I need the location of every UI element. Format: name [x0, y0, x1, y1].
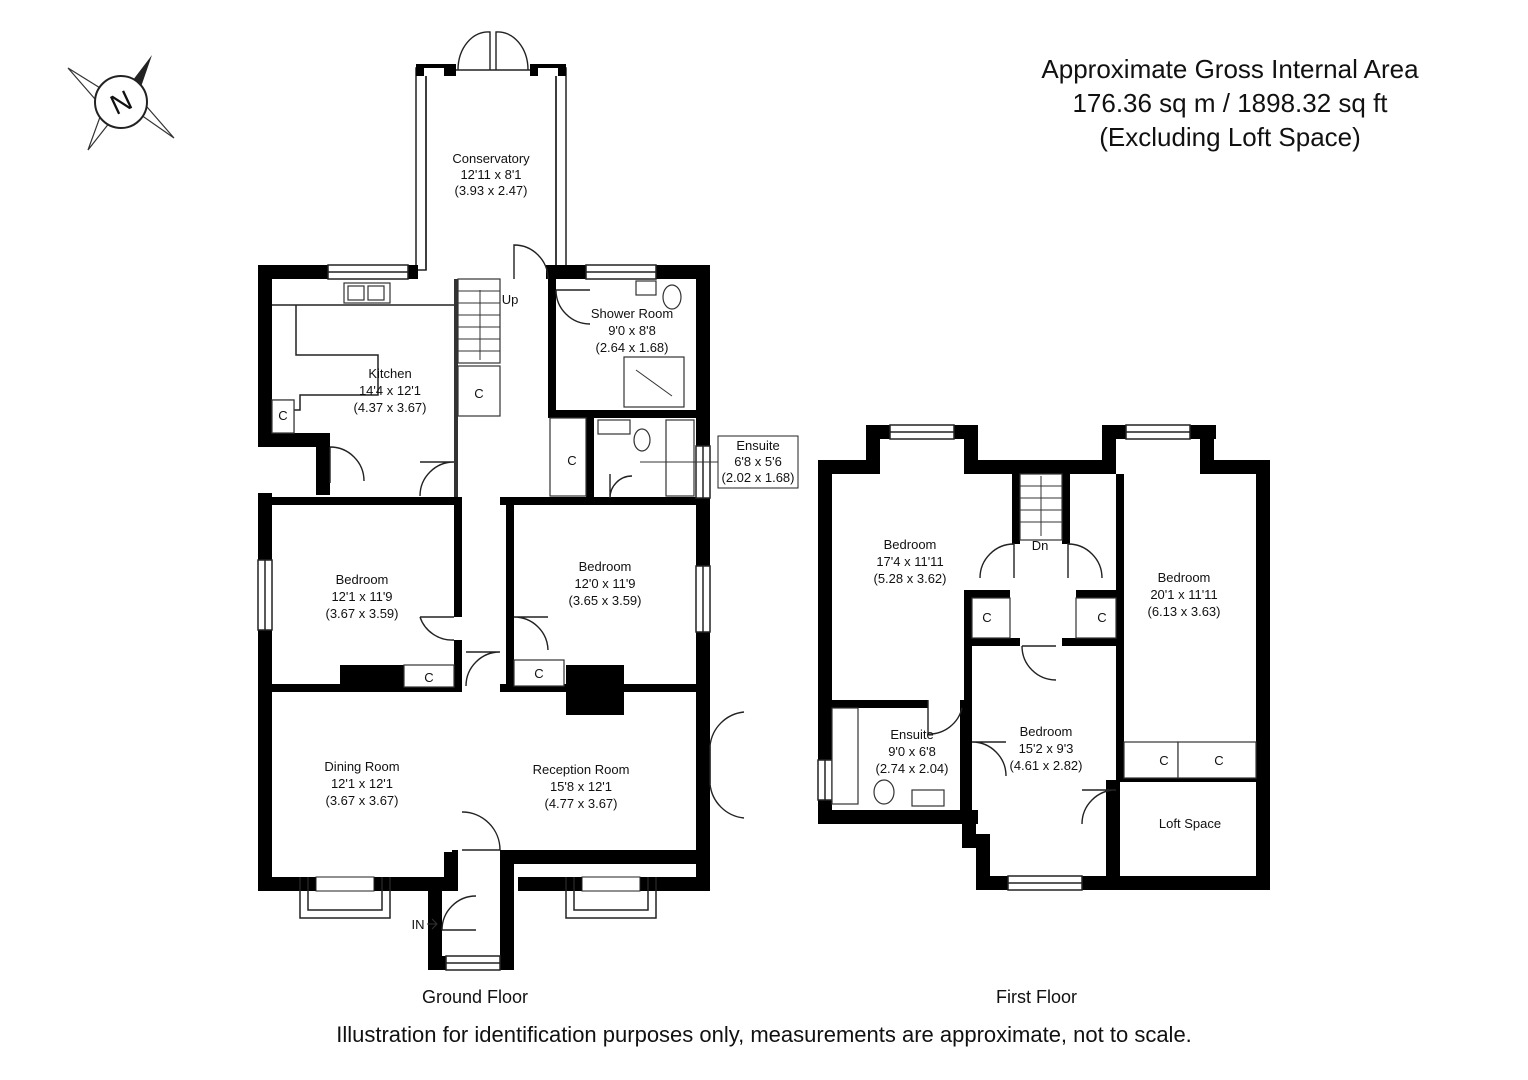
- cupboard-label: C: [474, 386, 483, 401]
- label-first-bedroom-right: Bedroom 20'1 x 11'11 (6.13 x 3.63): [1148, 570, 1221, 619]
- ground-floor-title: Ground Floor: [422, 987, 529, 1007]
- area-value: 176.36 sq m / 1898.32 sq ft: [1072, 88, 1388, 118]
- label-ground-bedroom-left: Bedroom 12'1 x 11'9 (3.67 x 3.59): [326, 572, 399, 621]
- kitchen-metric: (4.37 x 3.67): [354, 400, 427, 415]
- label-shower-room: Shower Room 9'0 x 8'8 (2.64 x 1.68): [591, 306, 673, 355]
- shower-metric: (2.64 x 1.68): [596, 340, 669, 355]
- conservatory-imperial: 12'11 x 8'1: [460, 167, 521, 182]
- first-floor-stairs: [1019, 473, 1063, 541]
- disclaimer: Illustration for identification purposes…: [336, 1022, 1192, 1047]
- ground-floor-windows: [257, 264, 711, 971]
- fbed-mid-name: Bedroom: [1020, 724, 1073, 739]
- ground-ensuite-fittings: [597, 419, 695, 497]
- loft-space-label: Loft Space: [1159, 816, 1221, 831]
- conservatory-name: Conservatory: [452, 151, 530, 166]
- fbed-left-imperial: 17'4 x 11'11: [876, 554, 943, 569]
- conservatory-metric: (3.93 x 2.47): [455, 183, 528, 198]
- cupboard-label: C: [424, 670, 433, 685]
- gbed-right-name: Bedroom: [579, 559, 632, 574]
- fbed-right-imperial: 20'1 x 11'11: [1150, 587, 1217, 602]
- gbed-left-name: Bedroom: [336, 572, 389, 587]
- label-kitchen: Kitchen 14'4 x 12'1 (4.37 x 3.67): [354, 366, 427, 415]
- reception-name: Reception Room: [533, 762, 630, 777]
- label-first-ensuite: Ensuite 9'0 x 6'8 (2.74 x 2.04): [876, 727, 949, 776]
- entrance-arrow-icon: [427, 918, 438, 930]
- ground-ensuite-metric: (2.02 x 1.68): [722, 470, 795, 485]
- label-ground-bedroom-right: Bedroom 12'0 x 11'9 (3.65 x 3.59): [569, 559, 642, 608]
- dining-name: Dining Room: [324, 759, 399, 774]
- ground-ensuite-imperial: 6'8 x 5'6: [734, 454, 782, 469]
- first-floor-plan: Bedroom 17'4 x 11'11 (5.28 x 3.62) Bedro…: [817, 424, 1270, 891]
- fbed-left-metric: (5.28 x 3.62): [874, 571, 947, 586]
- gbed-right-metric: (3.65 x 3.59): [569, 593, 642, 608]
- label-dining-room: Dining Room 12'1 x 12'1 (3.67 x 3.67): [324, 759, 399, 808]
- cupboard-label: C: [1159, 753, 1168, 768]
- conservatory-walls: [415, 31, 567, 271]
- kitchen-imperial: 14'4 x 12'1: [359, 383, 421, 398]
- cupboard-label: C: [982, 610, 991, 625]
- first-floor-windows: [817, 424, 1191, 891]
- stairs-down-label: Dn: [1032, 538, 1049, 553]
- stairs-up-label: Up: [502, 292, 519, 307]
- fensuite-imperial: 9'0 x 6'8: [888, 744, 936, 759]
- first-ensuite-fittings: [831, 707, 945, 807]
- cupboard-label: C: [567, 453, 576, 468]
- fbed-right-name: Bedroom: [1158, 570, 1211, 585]
- fensuite-name: Ensuite: [890, 727, 933, 742]
- reception-metric: (4.77 x 3.67): [545, 796, 618, 811]
- shower-fittings: [623, 280, 685, 408]
- reception-imperial: 15'8 x 12'1: [550, 779, 612, 794]
- fbed-mid-metric: (4.61 x 2.82): [1010, 758, 1083, 773]
- ground-ensuite-name: Ensuite: [736, 438, 779, 453]
- shower-imperial: 9'0 x 8'8: [608, 323, 656, 338]
- first-floor-doors: [927, 543, 1117, 825]
- ground-cupboards: [271, 365, 587, 688]
- gbed-left-imperial: 12'1 x 11'9: [331, 589, 392, 604]
- entrance-label: IN: [412, 917, 425, 932]
- dining-imperial: 12'1 x 12'1: [331, 776, 393, 791]
- fbed-left-name: Bedroom: [884, 537, 937, 552]
- cupboard-label: C: [1214, 753, 1223, 768]
- label-conservatory: Conservatory 12'11 x 8'1 (3.93 x 2.47): [452, 151, 530, 198]
- ground-floor-stairs: [457, 278, 501, 364]
- area-note: (Excluding Loft Space): [1099, 122, 1361, 152]
- fbed-mid-imperial: 15'2 x 9'3: [1019, 741, 1074, 756]
- ground-floor-plan: Conservatory 12'11 x 8'1 (3.93 x 2.47) K…: [257, 31, 799, 971]
- label-first-bedroom-mid: Bedroom 15'2 x 9'3 (4.61 x 2.82): [1010, 724, 1083, 773]
- fbed-right-metric: (6.13 x 3.63): [1148, 604, 1221, 619]
- area-summary: Approximate Gross Internal Area 176.36 s…: [1010, 52, 1450, 154]
- shower-name: Shower Room: [591, 306, 673, 321]
- label-first-bedroom-left: Bedroom 17'4 x 11'11 (5.28 x 3.62): [874, 537, 947, 586]
- gbed-right-imperial: 12'0 x 11'9: [574, 576, 635, 591]
- first-floor-title: First Floor: [996, 987, 1077, 1007]
- first-floor-cupboards: [971, 597, 1257, 779]
- label-ground-ensuite: Ensuite 6'8 x 5'6 (2.02 x 1.68): [722, 438, 795, 485]
- gbed-left-metric: (3.67 x 3.59): [326, 606, 399, 621]
- compass-icon: N: [67, 55, 175, 151]
- ground-floor-doors: [329, 244, 745, 931]
- label-reception-room: Reception Room 15'8 x 12'1 (4.77 x 3.67): [533, 762, 630, 811]
- cupboard-label: C: [534, 666, 543, 681]
- area-title: Approximate Gross Internal Area: [1041, 54, 1419, 84]
- kitchen-name: Kitchen: [368, 366, 411, 381]
- fensuite-metric: (2.74 x 2.04): [876, 761, 949, 776]
- cupboard-label: C: [1097, 610, 1106, 625]
- cupboard-label: C: [278, 408, 287, 423]
- dining-metric: (3.67 x 3.67): [326, 793, 399, 808]
